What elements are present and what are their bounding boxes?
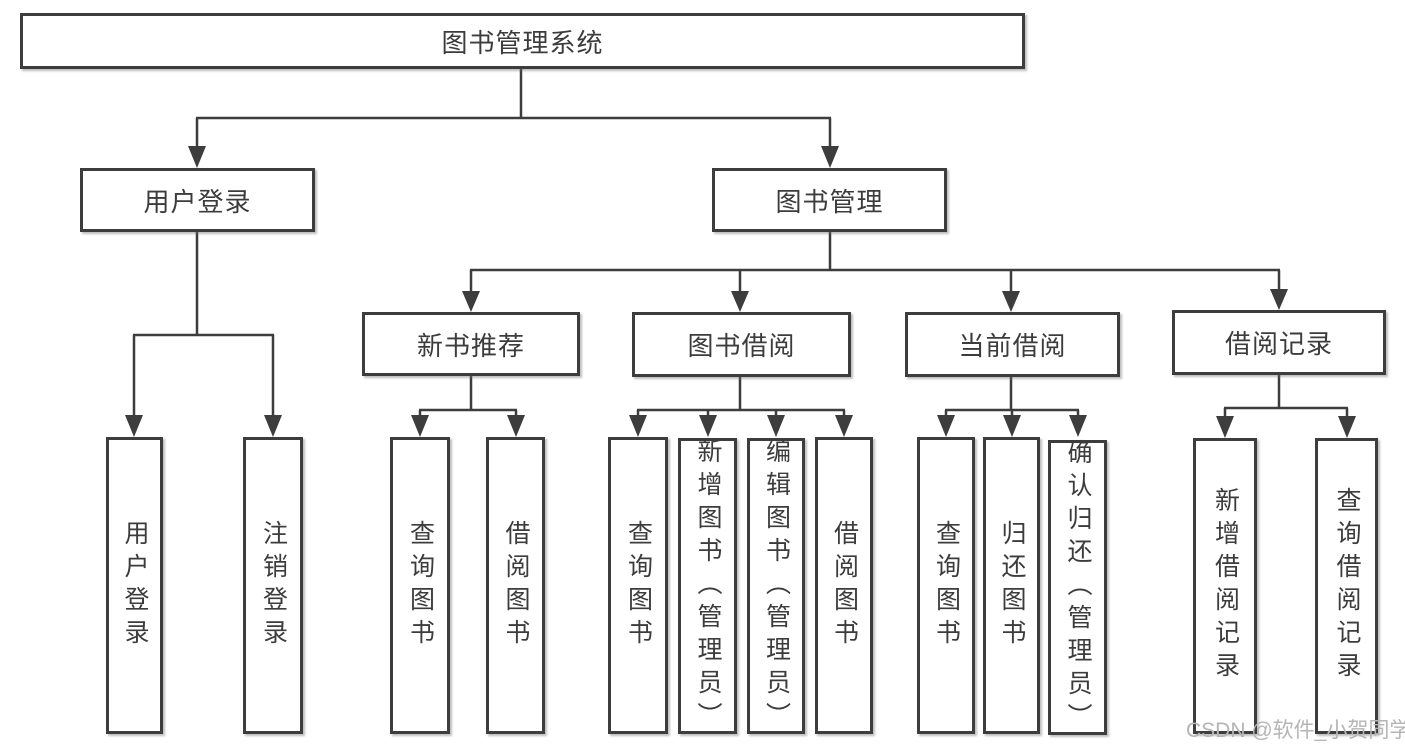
leaf-current-query-books: 查询图书: [917, 437, 975, 734]
leaf-records-add-borrow-record-label: 新增借阅记录: [1211, 487, 1240, 685]
leaf-borrow-edit-books-admin: 编辑图书（管理员）: [747, 437, 805, 735]
connector-currentborrow-to-leaves: [944, 376, 1080, 416]
leaf-current-return-books: 归还图书: [983, 437, 1040, 734]
node-current-borrow-label: 当前借阅: [958, 331, 1067, 361]
leaf-borrow-query-books-label: 查询图书: [624, 519, 653, 652]
node-user-login-label: 用户登录: [143, 186, 252, 217]
node-book-borrow-label: 图书借阅: [687, 331, 796, 361]
leaf-borrow-borrow-books: 借阅图书: [815, 437, 873, 734]
csdn-watermark: CSDN @软件_小贺同学: [1186, 719, 1405, 742]
node-user-login: 用户登录: [80, 168, 315, 232]
leaf-newbooks-borrow-books-label: 借阅图书: [502, 519, 530, 652]
connector-records-to-leaves: [1223, 375, 1349, 417]
leaf-current-return-books-label: 归还图书: [998, 519, 1026, 652]
node-book-borrow: 图书借阅: [632, 312, 851, 377]
node-library-management-system-label: 图书管理系统: [441, 27, 604, 58]
leaf-logout-login: 注销登录: [243, 437, 303, 734]
leaf-borrow-edit-books-admin-label: 编辑图书（管理员）: [762, 437, 791, 735]
leaf-logout-login-label: 注销登录: [259, 519, 288, 652]
leaf-borrow-add-books-admin: 新增图书（管理员）: [678, 437, 737, 735]
leaf-newbooks-query-books: 查询图书: [390, 437, 450, 734]
connector-userlogin-to-leaves: [132, 232, 275, 416]
leaf-current-confirm-return-admin-label: 确认归还（管理员）: [1064, 439, 1092, 736]
node-borrow-records: 借阅记录: [1172, 310, 1386, 375]
leaf-user-login: 用户登录: [106, 437, 163, 734]
leaf-borrow-add-books-admin-label: 新增图书（管理员）: [694, 437, 722, 735]
leaf-records-query-borrow-record: 查询借阅记录: [1315, 438, 1378, 734]
leaf-current-confirm-return-admin: 确认归还（管理员）: [1048, 439, 1107, 736]
connector-bookmgmt-to-level3: [469, 232, 1281, 292]
node-current-borrow: 当前借阅: [905, 312, 1120, 377]
leaf-records-query-borrow-record-label: 查询借阅记录: [1333, 487, 1361, 685]
leaf-borrow-borrow-books-label: 借阅图书: [830, 519, 859, 652]
node-book-management-label: 图书管理: [775, 186, 884, 217]
leaf-newbooks-borrow-books: 借阅图书: [486, 437, 545, 734]
node-library-management-system: 图书管理系统: [20, 13, 1025, 69]
leaf-user-login-label: 用户登录: [121, 519, 149, 652]
leaf-records-add-borrow-record: 新增借阅记录: [1193, 438, 1257, 734]
node-book-management: 图书管理: [712, 168, 947, 232]
connector-root-to-level2: [195, 69, 832, 147]
leaf-borrow-query-books: 查询图书: [608, 437, 668, 734]
node-borrow-records-label: 借阅记录: [1224, 329, 1333, 359]
node-new-book-recommend: 新书推荐: [362, 312, 580, 376]
leaf-current-query-books-label: 查询图书: [932, 519, 961, 652]
connector-newbooks-to-leaves: [418, 376, 518, 416]
connector-bookborrow-to-leaves: [636, 376, 846, 416]
leaf-newbooks-query-books-label: 查询图书: [406, 519, 435, 652]
node-new-book-recommend-label: 新书推荐: [416, 330, 525, 361]
arrowheads: [125, 146, 1356, 438]
